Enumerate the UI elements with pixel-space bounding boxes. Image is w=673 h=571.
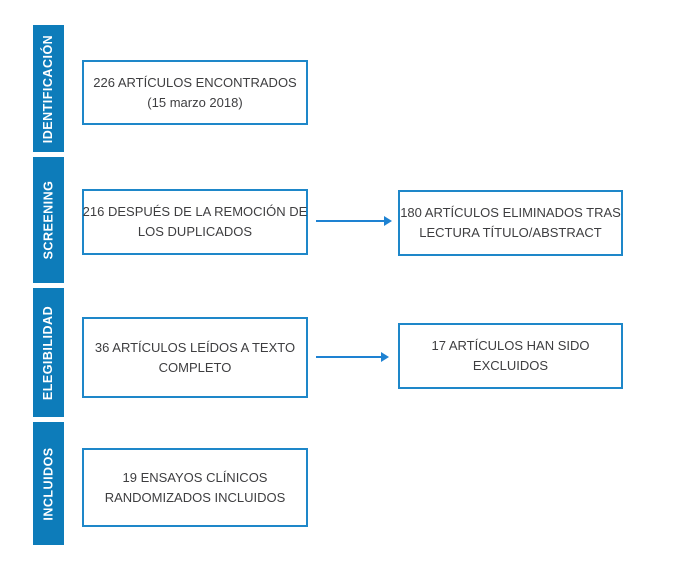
- arrow-head-icon: [384, 216, 392, 226]
- box-full-text-line1: 36 ARTÍCULOS LEÍDOS A TEXTO: [94, 339, 296, 355]
- box-trials-included-line1: 19 ENSAYOS CLÍNICOS: [122, 469, 268, 485]
- stage-label-screening: SCREENING: [41, 180, 56, 260]
- arrow-fulltext-to-excluded: [316, 351, 389, 363]
- box-trials-included: 19 ENSAYOS CLÍNICOS RANDOMIZADOS INCLUID…: [82, 448, 308, 527]
- box-excluded-articles: 17 ARTÍCULOS HAN SIDO EXCLUIDOS: [398, 323, 623, 389]
- arrow-line: [316, 220, 384, 222]
- box-articles-found-line2: (15 marzo 2018): [147, 94, 243, 110]
- stage-bar-elegibilidad: ELEGIBILIDAD: [33, 288, 64, 417]
- arrow-line: [316, 356, 381, 358]
- stage-label-identificacion: IDENTIFICACIÓN: [41, 34, 56, 143]
- box-excluded-line1: 17 ARTÍCULOS HAN SIDO: [431, 338, 590, 353]
- stage-label-elegibilidad: ELEGIBILIDAD: [41, 305, 56, 400]
- box-articles-found-line1: 226 ARTÍCULOS ENCONTRADOS: [93, 74, 297, 90]
- box-articles-found: 226 ARTÍCULOS ENCONTRADOS (15 marzo 2018…: [82, 60, 308, 125]
- box-eliminated-title-abstract: 180 ARTÍCULOS ELIMINADOS TRAS LECTURA TÍ…: [398, 190, 623, 256]
- box-eliminated-line1: 180 ARTÍCULOS ELIMINADOS TRAS: [400, 205, 621, 220]
- box-after-duplicates-line2: LOS DUPLICADOS: [137, 224, 253, 239]
- box-after-duplicates-removed: 216 DESPUÉS DE LA REMOCIÓN DE LOS DUPLIC…: [82, 189, 308, 255]
- box-after-duplicates-line1: 216 DESPUÉS DE LA REMOCIÓN DE: [82, 204, 308, 219]
- box-trials-included-line2: RANDOMIZADOS INCLUIDOS: [104, 489, 286, 505]
- stage-bar-screening: SCREENING: [33, 157, 64, 283]
- box-full-text-line2: COMPLETO: [158, 359, 232, 375]
- box-excluded-line2: EXCLUIDOS: [472, 358, 549, 373]
- box-full-text-read: 36 ARTÍCULOS LEÍDOS A TEXTO COMPLETO: [82, 317, 308, 398]
- box-eliminated-line2: LECTURA TÍTULO/ABSTRACT: [419, 225, 602, 240]
- arrow-duplicates-to-eliminated: [316, 215, 392, 227]
- stage-label-incluidos: INCLUIDOS: [41, 446, 56, 521]
- arrow-head-icon: [381, 352, 389, 362]
- stage-bar-identificacion: IDENTIFICACIÓN: [33, 25, 64, 152]
- stage-bar-incluidos: INCLUIDOS: [33, 422, 64, 545]
